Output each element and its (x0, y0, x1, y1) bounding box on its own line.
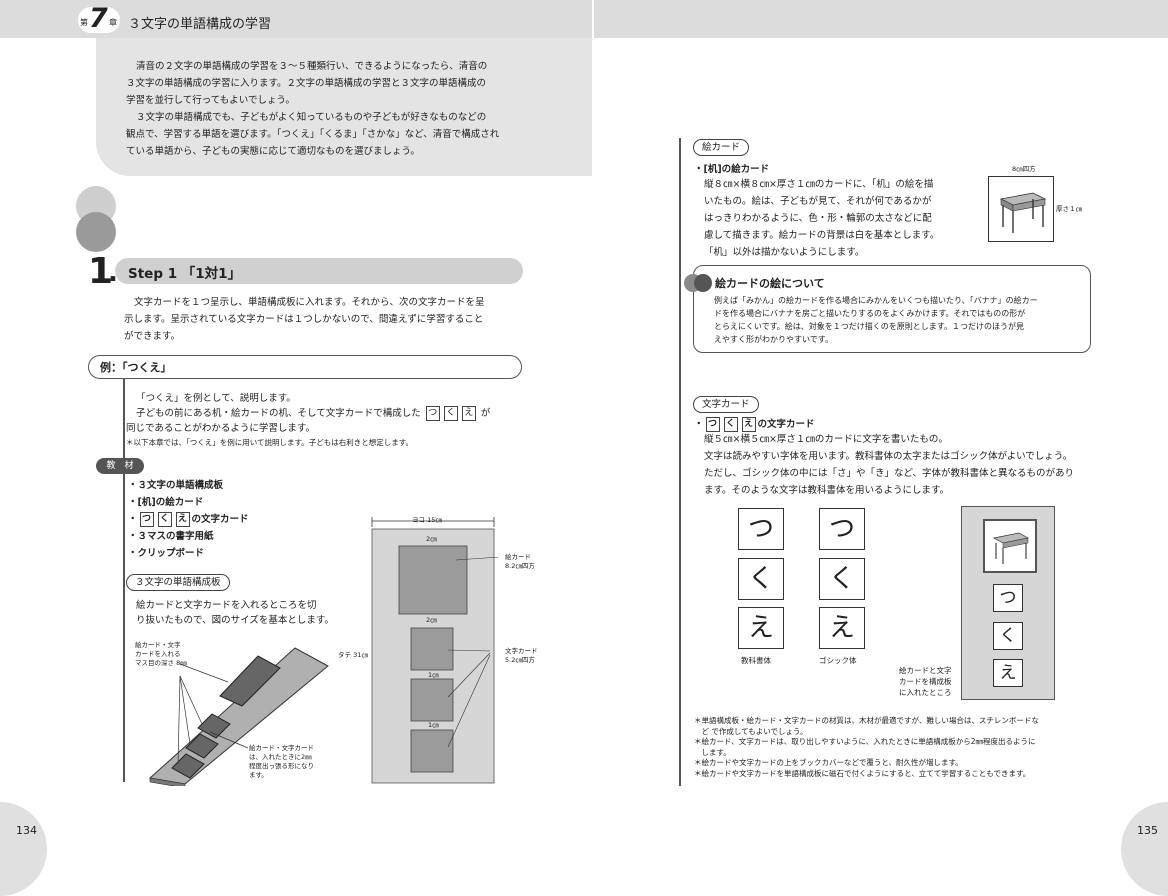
dim-width: ヨコ 15㎝ (412, 516, 442, 524)
dim-gap: 2㎝ (426, 535, 437, 543)
dim-gap: 1㎝ (428, 671, 439, 679)
left-rule (123, 378, 125, 782)
example-line: 子どもの前にある机・絵カードの机、そして文字カードで構成した つくえ が (136, 405, 490, 422)
page-number-left: 134 (16, 824, 37, 837)
example-note: ＊以下本章では、「つくえ」を例に用いて説明します。子どもは右利きと想定します。 (126, 438, 414, 447)
example-title: 例：「つくえ」 (100, 361, 172, 374)
chapter-number: 7 (89, 3, 108, 34)
inserted-char-card: く (993, 622, 1023, 650)
char-card-text: 縦５㎝×横５㎝×厚さ１㎝のカードに文字を書いたもの。 文字は読みやすい字体を用い… (704, 434, 1075, 496)
kana-card-gothic: つ (819, 508, 865, 550)
picture-card (988, 176, 1054, 242)
note-box (693, 265, 1091, 353)
decor-circle (694, 274, 712, 292)
example-line: 「つくえ」を例として、説明します。 (136, 393, 296, 404)
intro-panel: 清音の２文字の単語構成の学習を３～５種類行い、できるようになったら、清音の ３文… (96, 38, 592, 176)
board-callout-bottom: 絵カード・文字カード は、入れたときに2㎜ 程度出っ張る形になり ます。 (249, 744, 314, 779)
char-card-heading: ・つくえの文字カード (694, 417, 815, 432)
desk-icon (999, 192, 1047, 233)
inserted-caption: 絵カードと文字 カードを構成板 に入れたところ (899, 666, 952, 697)
section-dot: . (108, 258, 118, 288)
picture-card-size: 8㎝四方 (1012, 165, 1036, 173)
example-box (88, 355, 522, 379)
char-card-label: 文字カード (693, 396, 759, 413)
chapter-title: ３文字の単語構成の学習 (128, 17, 272, 32)
board-desc: 絵カードと文字カードを入れるところを切 (136, 600, 317, 611)
header-bar-right (594, 0, 1168, 38)
example-line: 同じであることがわかるように学習します。 (126, 423, 315, 434)
section-number: 1 (88, 251, 114, 292)
page-number-bg (0, 802, 47, 896)
picture-card-heading: ・[机]の絵カード (694, 164, 770, 175)
section-body: ができます。 (124, 331, 181, 342)
kana-card-textbook: つ (738, 508, 784, 550)
intro-line: ３文字の単語構成の学習に入ります。２文字の単語構成の学習と３文字の単語構成の (126, 78, 487, 89)
kana-card-gothic: え (819, 607, 865, 649)
chapter-badge (78, 7, 120, 33)
note-text: 例えば「みかん」の絵カードを作る場合にみかんをいくつも描いたり、「バナナ」の絵カ… (714, 296, 1038, 344)
inserted-picture-card (983, 519, 1037, 573)
board-illustration (148, 647, 329, 786)
example-line-text: が (480, 408, 491, 419)
dim-gap: 1㎝ (428, 721, 439, 729)
font-label: 教科書体 (741, 656, 771, 665)
materials-label: 教 材 (96, 458, 144, 474)
intro-line: 学習を並行して行ってもよいでしょう。 (126, 95, 295, 106)
board-dimension-diagram (371, 517, 498, 784)
inserted-char-card: え (993, 659, 1023, 687)
board-callout-top: 絵カード・文字 カードを入れる マス目の深さ 8㎜ (135, 641, 187, 667)
decor-circle (76, 212, 116, 252)
intro-line: 観点で、学習する単語を選びます。「つくえ」「くるま」「さかな」など、清音で構成さ… (126, 129, 500, 140)
list-item: ・クリップボード (128, 548, 205, 559)
intro-line: ３文字の単語構成でも、子どもがよく知っているものや子どもが好きなものなどの (136, 112, 487, 123)
kana-box: つ (425, 406, 440, 421)
dim-gap: 2㎝ (426, 616, 437, 624)
desk-icon (992, 532, 1030, 564)
intro-line: ている単語から、子どもの実態に応じて適切なものを選びましょう。 (126, 146, 420, 157)
intro-line: 清音の２文字の単語構成の学習を３～５種類行い、できるようになったら、清音の (136, 61, 488, 72)
board-label: ３文字の単語構成板 (126, 574, 230, 591)
footnotes: ＊単語構成板・絵カード・文字カードの材質は、木材が最適ですが、難しい場合は、スチ… (694, 716, 1039, 778)
materials-list: ・３文字の単語構成板 ・[机]の絵カード ・つくえの文字カード ・３マスの書字用… (128, 477, 249, 562)
kana-card-textbook: く (738, 558, 784, 600)
dim-height: タテ 31㎝ (338, 651, 368, 659)
page-number-bg (1121, 802, 1168, 896)
section-body: 示します。呈示されている文字カードは１つしかないので、間違えずに学習すること (124, 314, 484, 325)
example-line-text: 子どもの前にある机・絵カードの机、そして文字カードで構成した (136, 408, 421, 419)
char-card-dim: 文字カード 5.2㎝四方 (505, 647, 538, 664)
board-desc: り抜いたもので、図のサイズを基本とします。 (136, 615, 334, 626)
list-item: ・つくえの文字カード (128, 512, 249, 527)
inserted-char-card: つ (993, 584, 1023, 612)
page-number-right: 135 (1137, 824, 1158, 837)
list-item: ・３文字の単語構成板 (128, 480, 224, 491)
chapter-prefix: 第 (80, 18, 88, 27)
kana-card-gothic: く (819, 558, 865, 600)
kana-box: え (461, 406, 476, 421)
chapter-suffix: 章 (109, 18, 117, 27)
note-title: 絵カードの絵について (715, 277, 825, 290)
section-title-pill (115, 258, 523, 284)
section-title: Step 1 「1対1」 (128, 266, 242, 282)
picture-card-thickness: 厚さ１㎝ (1056, 205, 1082, 213)
picture-card-text: 縦８㎝×横８㎝×厚さ１㎝のカードに、「机」の絵を描 いたもの。絵は、子どもが見て… (704, 179, 940, 258)
kana-card-textbook: え (738, 607, 784, 649)
font-label: ゴシック体 (819, 656, 857, 665)
list-item: ・[机]の絵カード (128, 497, 204, 508)
picture-card-label: 絵カード (693, 139, 750, 156)
pic-card-dim: 絵カード 8.2㎝四方 (505, 553, 535, 570)
kana-box: く (443, 406, 458, 421)
section-body: 文字カードを１つ呈示し、単語構成板に入れます。それから、次の文字カードを呈 (134, 297, 485, 308)
list-item: ・３マスの書字用紙 (128, 531, 214, 542)
right-rule (679, 138, 681, 786)
